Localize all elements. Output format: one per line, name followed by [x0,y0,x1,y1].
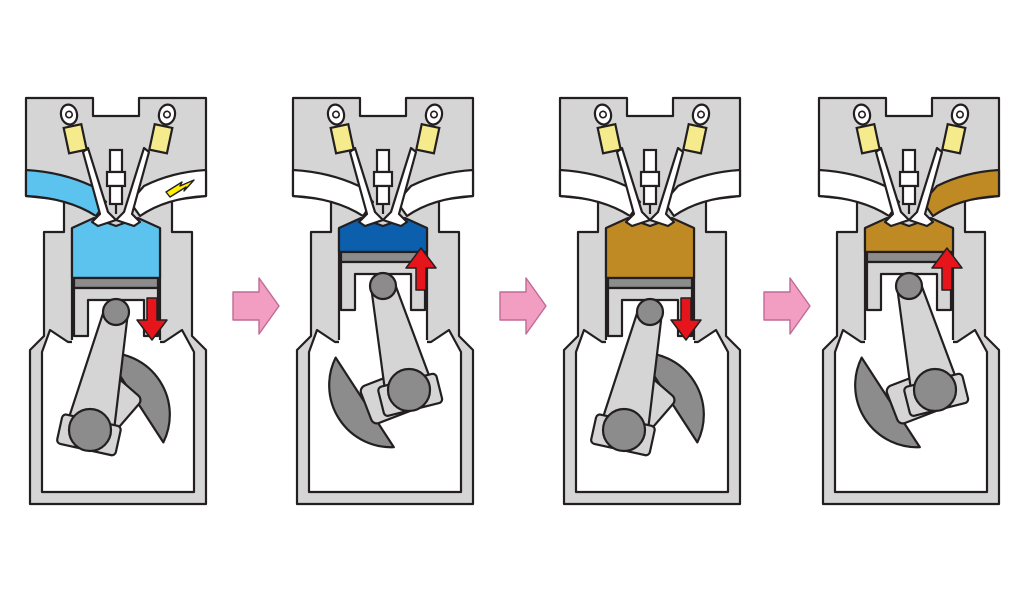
exhaust-valve [114,146,151,228]
piston-skirt [72,286,160,338]
crank-pin [386,367,432,413]
crank-pin [67,407,113,453]
intake-valve [81,146,118,228]
crank-counterweight [328,356,395,449]
pink-right-arrow-icon [499,277,547,335]
intake-valve-cap [593,103,622,155]
intake-flow-arrow-icon [165,179,195,198]
intake-valve [874,146,911,228]
spark-plug [105,148,127,214]
cylinder-compression [291,96,475,506]
intake-valve-cap [852,103,881,155]
piston [606,276,694,338]
cylinder-power [558,96,742,506]
piston-down-arrow-icon [670,297,702,341]
exhaust-valve-cap [415,103,444,155]
piston-pin [635,297,665,327]
exhaust-valve [648,146,685,228]
spark-plug [639,148,661,214]
exhaust-valve-cap [148,103,177,155]
intake-valve [348,146,385,228]
piston-crown [72,276,160,290]
exhaust-valve [381,146,418,228]
cylinder-exhaust [817,96,1001,506]
piston-up-arrow-icon [405,247,437,291]
cylinder-intake [24,96,208,506]
crank-pin [912,367,958,413]
combustion-chamber [70,216,162,280]
intake-valve [615,146,652,228]
spark-plug [898,148,920,214]
exhaust-valve [907,146,944,228]
piston-pin [894,271,924,301]
exhaust-valve-cap [682,103,711,155]
exhaust-valve-cap [941,103,970,155]
pink-right-arrow-icon [763,277,811,335]
spark-plug [372,148,394,214]
piston-pin [101,297,131,327]
combustion-chamber [604,216,696,280]
piston [72,276,160,338]
exhaust-port [921,168,1001,218]
piston-pin [368,271,398,301]
intake-valve-cap [326,103,355,155]
crank-pin [601,407,647,453]
intake-valve-cap [59,103,88,155]
exhaust-port [395,168,475,218]
piston-crown [606,276,694,290]
crank-counterweight [854,356,921,449]
pink-right-arrow-icon [232,277,280,335]
piston-up-arrow-icon [931,247,963,291]
exhaust-port [662,168,742,218]
piston-down-arrow-icon [136,297,168,341]
piston-skirt [606,286,694,338]
